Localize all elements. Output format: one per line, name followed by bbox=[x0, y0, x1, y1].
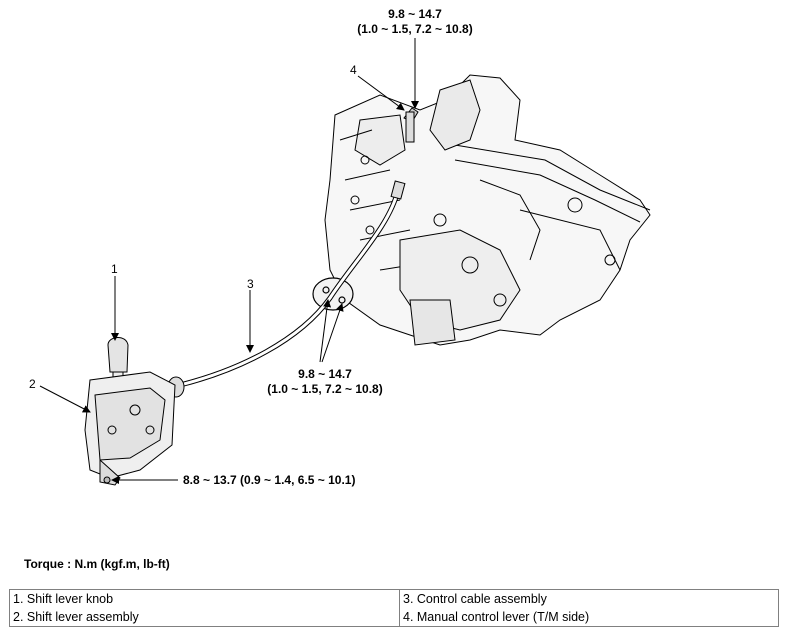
diagram-illustration bbox=[39, 38, 651, 486]
torque-bottom: 8.8 ~ 13.7 (0.9 ~ 1.4, 6.5 ~ 10.1) bbox=[183, 473, 356, 487]
shift-cable-diagram: 1 2 3 4 9.8 ~ 14.7 (1.0 ~ 1.5, 7.2 ~ 10.… bbox=[29, 7, 651, 487]
callout-3: 3 bbox=[247, 277, 254, 291]
legend-row: 2. Shift lever assembly 4. Manual contro… bbox=[9, 608, 779, 627]
torque-top-line2: (1.0 ~ 1.5, 7.2 ~ 10.8) bbox=[357, 22, 473, 36]
parts-legend-table: 1. Shift lever knob 3. Control cable ass… bbox=[9, 589, 779, 627]
legend-row: 1. Shift lever knob 3. Control cable ass… bbox=[9, 589, 779, 608]
torque-middle-line1: 9.8 ~ 14.7 bbox=[298, 367, 352, 381]
legend-cell-part-4: 4. Manual control lever (T/M side) bbox=[399, 608, 779, 627]
legend-cell-part-3: 3. Control cable assembly bbox=[399, 589, 779, 608]
torque-top-line1: 9.8 ~ 14.7 bbox=[388, 7, 442, 21]
leader-lines bbox=[39, 38, 419, 484]
callout-1: 1 bbox=[111, 262, 118, 276]
legend-cell-part-2: 2. Shift lever assembly bbox=[9, 608, 400, 627]
transmission-engine-drawing bbox=[324, 74, 651, 346]
torque-unit-label: Torque : N.m (kgf.m, lb-ft) bbox=[24, 557, 170, 571]
torque-middle-line2: (1.0 ~ 1.5, 7.2 ~ 10.8) bbox=[267, 382, 383, 396]
torque-middle: 9.8 ~ 14.7 (1.0 ~ 1.5, 7.2 ~ 10.8) bbox=[255, 367, 395, 397]
shift-lever-assembly-drawing bbox=[84, 337, 176, 486]
callout-4: 4 bbox=[350, 63, 357, 77]
control-cable bbox=[167, 180, 406, 398]
callout-2: 2 bbox=[29, 377, 36, 391]
torque-top: 9.8 ~ 14.7 (1.0 ~ 1.5, 7.2 ~ 10.8) bbox=[345, 7, 485, 37]
legend-cell-part-1: 1. Shift lever knob bbox=[9, 589, 400, 608]
